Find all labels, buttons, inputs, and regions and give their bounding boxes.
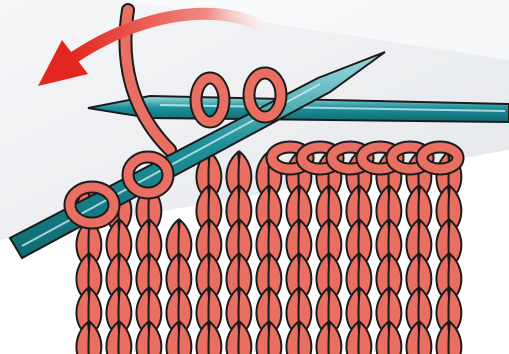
illustration-canvas [0,0,509,354]
knitting-illustration [0,0,509,354]
